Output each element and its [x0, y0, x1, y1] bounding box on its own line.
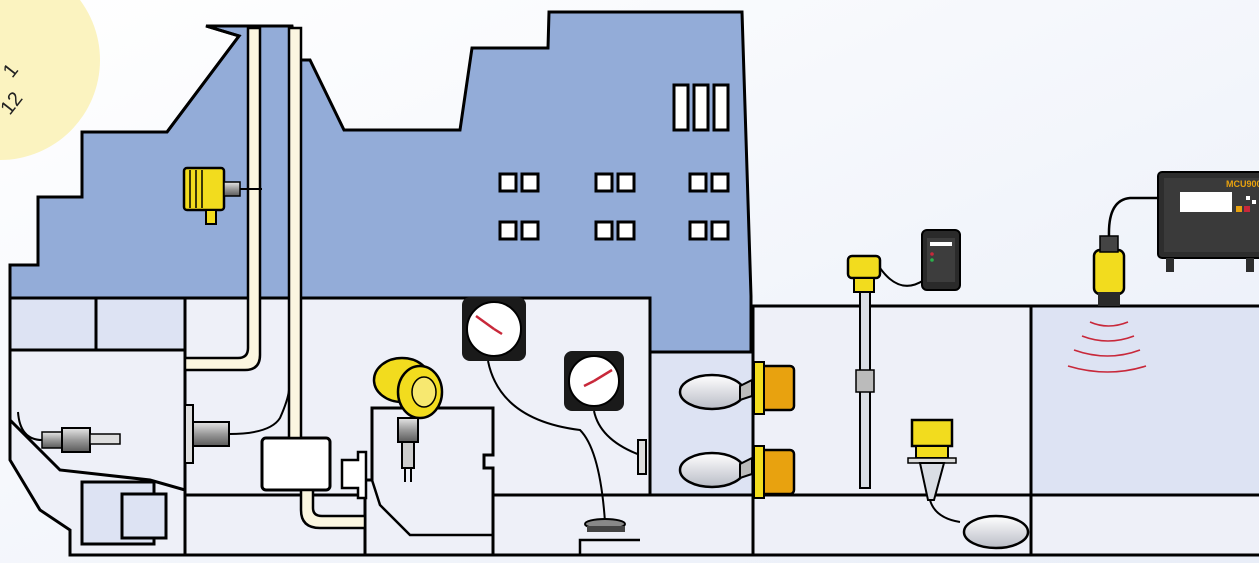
- bulkhead-slope: [370, 479, 493, 537]
- vibration-switch-top: [182, 166, 262, 225]
- hold-upper-2: [1029, 304, 1259, 497]
- bilge-4: [1029, 493, 1259, 557]
- level-probe-engine: [184, 389, 290, 464]
- pipes: [183, 26, 367, 530]
- guided-wave-radar: [846, 254, 925, 489]
- pressure-gauge-left: [462, 297, 606, 523]
- tank-bottom-left: [260, 436, 332, 492]
- tablet-icon: [921, 229, 961, 291]
- pressure-gauge-right: [564, 351, 647, 475]
- badge-circle: [0, 0, 100, 160]
- tuning-fork-switch: [340, 356, 444, 500]
- bow-upper-right-panel: [94, 296, 187, 352]
- controller-brand-label: MCU900: [1226, 179, 1259, 189]
- bow-keel: [8, 348, 187, 546]
- ultrasonic-sensor: [1092, 196, 1158, 306]
- tilt-float-switch: [907, 418, 1030, 550]
- bow-upper-left-panel: [8, 296, 98, 352]
- bottom-pressure-sensor: [578, 518, 640, 555]
- float-switch-upper: [678, 361, 796, 415]
- controller-display: MCU900: [1157, 171, 1259, 272]
- float-switch-lower: [678, 445, 796, 499]
- tank-block: [363, 406, 495, 557]
- level-probe-bow: [17, 411, 121, 453]
- superstructure-windows: [498, 83, 730, 241]
- hold-upper-1: [751, 304, 1033, 497]
- funnel-slope: [165, 24, 242, 133]
- corner-badge: 1 12: [0, 0, 100, 160]
- ultrasonic-waves: [1067, 321, 1147, 373]
